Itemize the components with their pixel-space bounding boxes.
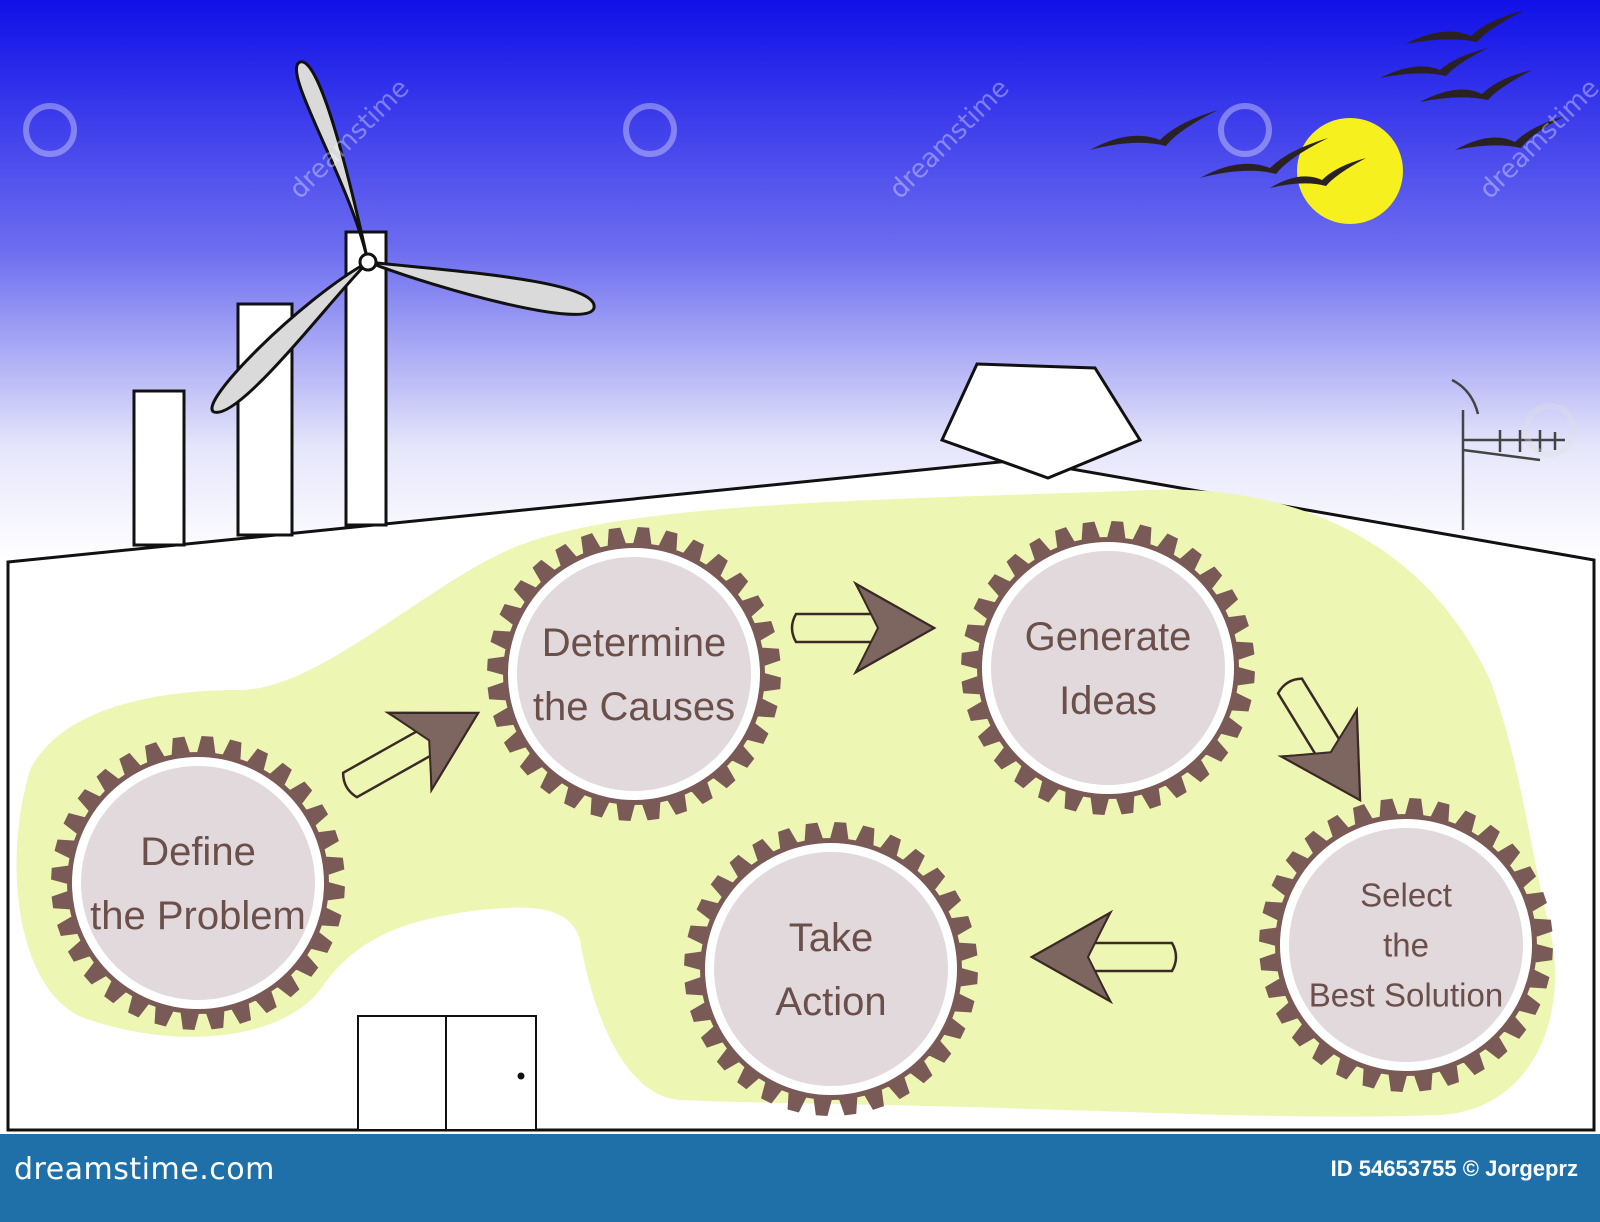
footer-brand[interactable]: dreamstime.com: [14, 1152, 275, 1187]
gear-face: [1289, 828, 1523, 1062]
gear-label-line: Generate: [1025, 615, 1192, 659]
footer-bar: dreamstime.com ID 54653755 © Jorgeprz: [0, 1134, 1600, 1222]
process-gear: Determine the Causes: [487, 527, 781, 821]
gear-face: [991, 551, 1225, 785]
birds-flock: [1090, 10, 1565, 188]
gear-face: [517, 557, 751, 791]
footer-credit: ID 54653755 © Jorgeprz: [1330, 1156, 1578, 1181]
arrow-head-icon: [853, 581, 937, 675]
gear-face: [81, 766, 315, 1000]
gear-label-line: the Causes: [533, 685, 735, 729]
gear-label-line: Action: [775, 980, 886, 1024]
flow-arrows: [341, 580, 1362, 1005]
gear-label-line: Best Solution: [1309, 977, 1503, 1014]
gear-label-line: the: [1383, 927, 1429, 964]
wind-turbine: [210, 60, 596, 414]
sun: [1297, 118, 1403, 224]
gear-label-line: Define: [140, 830, 256, 874]
gear-label-line: Select: [1360, 877, 1452, 914]
gear-face: [714, 852, 948, 1086]
gear-label-line: Take: [789, 916, 874, 960]
arrow-head-icon: [1029, 910, 1113, 1004]
arrow-head-icon: [1278, 707, 1362, 802]
process-gears: Define the Problem Determine the Causes Gene…: [51, 521, 1553, 1116]
process-gear: Define the Problem: [51, 736, 345, 1030]
gear-label-line: Ideas: [1059, 679, 1157, 723]
antenna-icon: [1451, 378, 1565, 530]
door: [357, 1015, 537, 1131]
gear-label-line: the Problem: [90, 894, 306, 938]
arrow-head-icon: [385, 711, 480, 793]
gear-label-line: Determine: [542, 621, 727, 665]
roof-hexagon: [939, 362, 1143, 480]
illustration: dreamstime dreamstime dreamstime Definet…: [0, 0, 1600, 1132]
